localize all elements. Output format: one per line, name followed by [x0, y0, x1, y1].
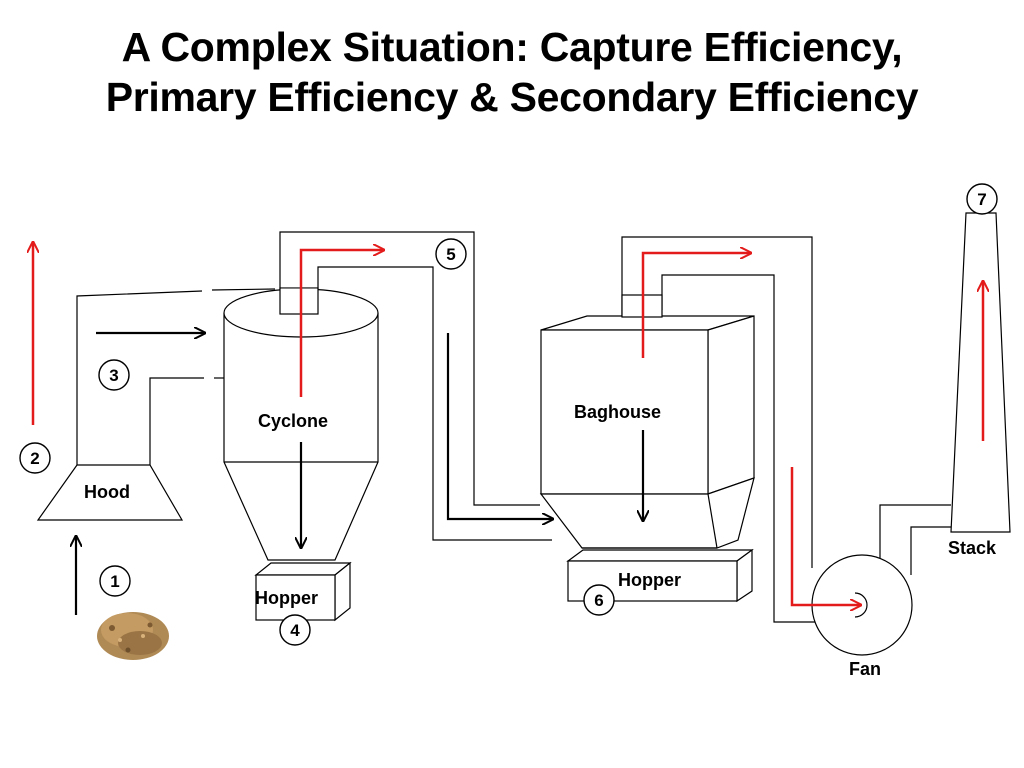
hood-label: Hood	[84, 482, 130, 502]
stack-label: Stack	[948, 538, 997, 558]
fan-label: Fan	[849, 659, 881, 679]
callout-7-number: 7	[977, 190, 986, 209]
page-title: A Complex Situation: Capture Efficiency,…	[0, 22, 1024, 122]
callout-3: 3	[98, 359, 130, 391]
stack	[950, 212, 1011, 533]
title-line-2: Primary Efficiency & Secondary Efficienc…	[105, 74, 919, 120]
callout-2: 2	[19, 442, 51, 474]
cyclone-hopper-label: Hopper	[255, 588, 318, 608]
title-line-1: A Complex Situation: Capture Efficiency,	[121, 24, 903, 70]
flow-arrow-into-baghouse	[446, 333, 553, 519]
fan	[811, 504, 951, 656]
duct-cyclone-to-baghouse	[279, 231, 552, 541]
callout-6-number: 6	[594, 591, 603, 610]
callout-7: 7	[966, 183, 998, 215]
callout-6: 6	[583, 584, 615, 616]
hood	[36, 464, 184, 521]
hood-duct	[76, 288, 276, 465]
emission-arrow-cyclone-outlet	[299, 250, 384, 397]
callout-3-number: 3	[109, 366, 118, 385]
emission-arrow-baghouse-outlet	[641, 253, 751, 358]
callout-5-number: 5	[446, 245, 455, 264]
cyclone-hopper	[254, 561, 352, 622]
callout-1-number: 1	[110, 572, 119, 591]
dust-pile	[97, 612, 169, 660]
callout-4-number: 4	[290, 621, 300, 640]
baghouse-label: Baghouse	[574, 402, 661, 422]
callout-1: 1	[99, 565, 131, 597]
callout-2-number: 2	[30, 449, 39, 468]
callout-5: 5	[435, 238, 467, 270]
cyclone-label: Cyclone	[258, 411, 328, 431]
emission-arrow-into-fan	[790, 467, 861, 605]
callout-4: 4	[279, 614, 311, 646]
baghouse-hopper-label: Hopper	[618, 570, 681, 590]
duct-baghouse-to-fan	[621, 236, 838, 623]
